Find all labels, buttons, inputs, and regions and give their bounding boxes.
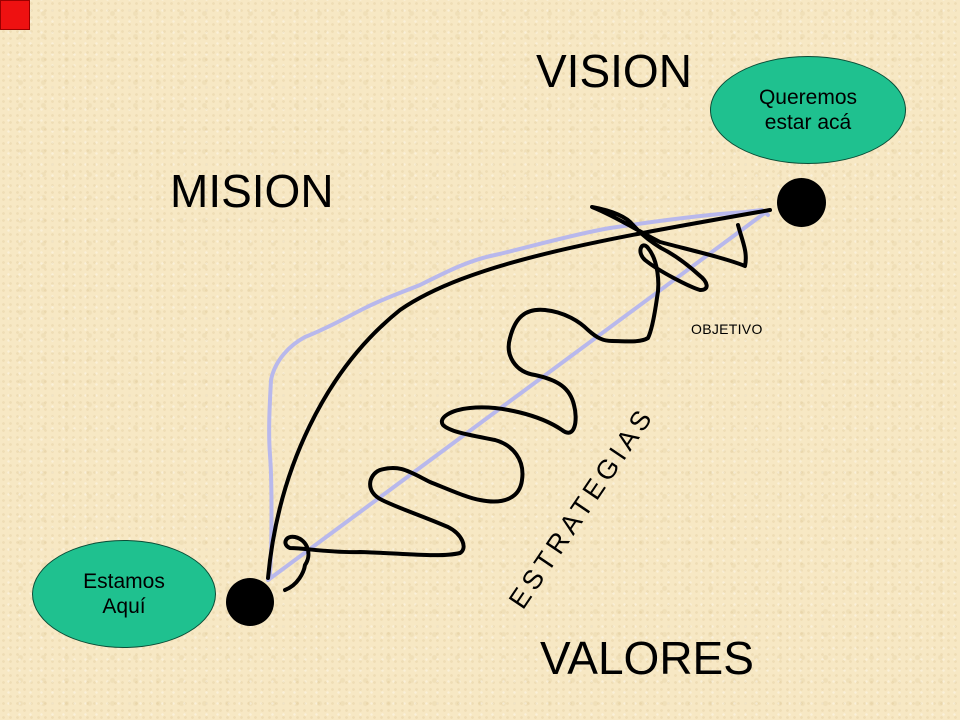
vision-label: VISION: [536, 45, 692, 97]
goal-bubble-line2: estar acá: [764, 111, 852, 134]
objective-label: OBJETIVO: [691, 321, 763, 337]
outer-path-line: [267, 208, 770, 577]
start-bubble-line1: Estamos: [83, 569, 165, 593]
start-bubble: Estamos Aquí: [32, 540, 216, 648]
winding-path-line: [283, 205, 748, 592]
goal-bubble-line1: Queremos: [758, 85, 858, 109]
goal-point-dot: [777, 178, 826, 227]
arc-path-line: [266, 208, 772, 580]
direct-path-line: [266, 210, 768, 582]
valores-label: VALORES: [540, 632, 754, 684]
start-bubble-line2: Aquí: [102, 595, 146, 618]
objective-point-dot: [0, 0, 30, 30]
mision-label: MISION: [170, 165, 334, 217]
goal-bubble: Queremos estar acá: [710, 56, 906, 164]
start-point-dot: [226, 578, 274, 626]
